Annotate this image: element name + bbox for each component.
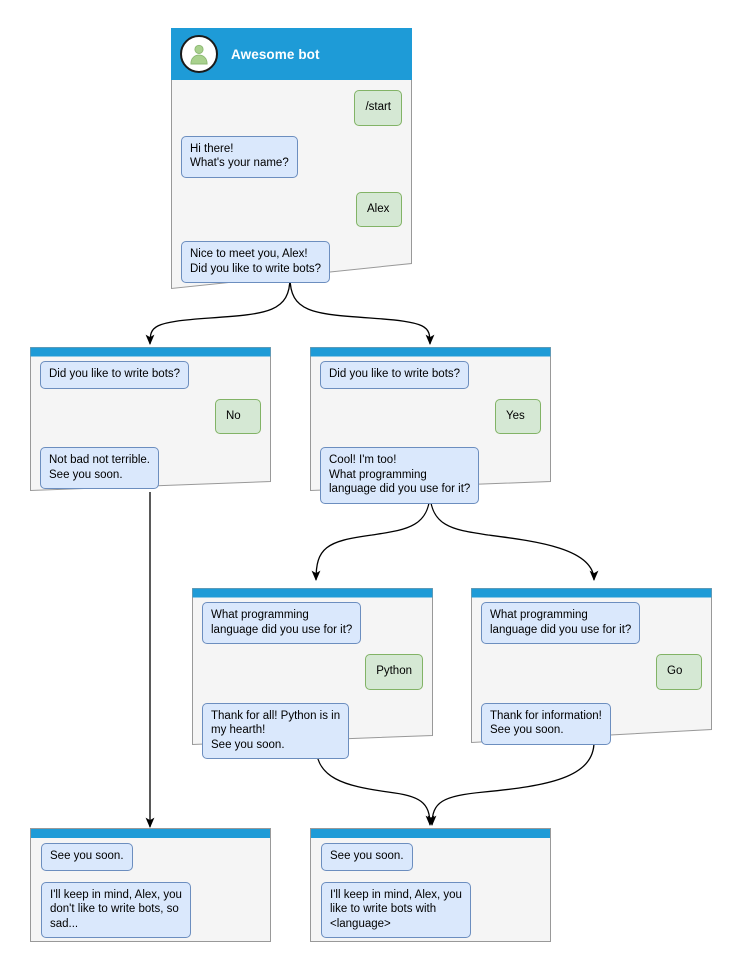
person-avatar-icon: [180, 35, 218, 73]
user-message-bubble[interactable]: /start: [354, 90, 402, 126]
user-message-bubble[interactable]: Python: [365, 654, 423, 690]
bot-message-bubble[interactable]: See you soon.: [321, 843, 413, 871]
user-message-bubble[interactable]: Go: [656, 654, 702, 690]
bot-message-bubble[interactable]: Nice to meet you, Alex! Did you like to …: [181, 241, 331, 283]
user-message-bubble[interactable]: No: [215, 398, 261, 434]
card-branch-yes[interactable]: Did you like to write bots? Yes Cool! I'…: [310, 347, 551, 504]
bot-message-bubble[interactable]: Cool! I'm too! What programming language…: [320, 447, 480, 504]
bot-header-bar: Awesome bot: [171, 28, 412, 80]
card-branch-go[interactable]: What programming language did you use fo…: [471, 588, 712, 746]
user-message-bubble[interactable]: Alex: [356, 191, 402, 227]
message-row: Did you like to write bots?: [320, 361, 541, 389]
bot-name-label: Awesome bot: [231, 46, 320, 62]
bot-message-bubble[interactable]: See you soon.: [41, 843, 133, 871]
chat-transcript-no: Did you like to write bots? No Not bad n…: [30, 361, 271, 498]
bot-message-bubble[interactable]: What programming language did you use fo…: [481, 602, 641, 644]
card-root-conversation[interactable]: Awesome bot /start Hi there! What's your…: [171, 28, 412, 292]
chat-transcript-yes: Did you like to write bots? Yes Cool! I'…: [310, 361, 551, 513]
bot-message-bubble[interactable]: Thank for information! See you soon.: [481, 702, 611, 745]
message-row: Did you like to write bots?: [40, 361, 261, 389]
bot-message-bubble[interactable]: I'll keep in mind, Alex, you like to wri…: [321, 881, 471, 938]
message-row: Python: [202, 654, 423, 690]
card-header-strip: [311, 829, 550, 838]
chat-transcript-end-sad: See you soon. I'll keep in mind, Alex, y…: [31, 843, 270, 947]
message-row: No: [40, 398, 261, 434]
bot-message-bubble[interactable]: Thank for all! Python is in my hearth! S…: [202, 702, 350, 759]
message-row: I'll keep in mind, Alex, you like to wri…: [321, 881, 540, 938]
chat-transcript-python: What programming language did you use fo…: [192, 602, 433, 768]
message-row: Go: [481, 654, 702, 690]
chat-transcript-root: /start Hi there! What's your name? Alex …: [171, 90, 412, 292]
message-row: Cool! I'm too! What programming language…: [320, 447, 541, 504]
message-row: See you soon.: [41, 843, 260, 871]
bot-message-bubble[interactable]: What programming language did you use fo…: [202, 602, 362, 644]
message-row: See you soon.: [321, 843, 540, 871]
edge-go-to-end-happy: [427, 741, 595, 827]
message-row: Not bad not terrible. See you soon.: [40, 447, 261, 489]
bot-message-bubble[interactable]: Did you like to write bots?: [40, 361, 190, 389]
card-branch-no[interactable]: Did you like to write bots? No Not bad n…: [30, 347, 271, 492]
card-end-sad[interactable]: See you soon. I'll keep in mind, Alex, y…: [30, 828, 271, 942]
chat-transcript-go: What programming language did you use fo…: [471, 602, 712, 754]
user-message-bubble[interactable]: Yes: [495, 398, 541, 434]
message-row: What programming language did you use fo…: [481, 602, 702, 644]
message-row: Hi there! What's your name?: [181, 135, 402, 178]
message-row: Thank for all! Python is in my hearth! S…: [202, 702, 423, 759]
message-row: What programming language did you use fo…: [202, 602, 423, 644]
bot-message-bubble[interactable]: Did you like to write bots?: [320, 361, 470, 389]
chat-transcript-end-happy: See you soon. I'll keep in mind, Alex, y…: [311, 843, 550, 947]
card-end-happy[interactable]: See you soon. I'll keep in mind, Alex, y…: [310, 828, 551, 942]
message-row: Thank for information! See you soon.: [481, 702, 702, 745]
bot-message-bubble[interactable]: Not bad not terrible. See you soon.: [40, 447, 160, 489]
message-row: Yes: [320, 398, 541, 434]
bot-message-bubble[interactable]: Hi there! What's your name?: [181, 135, 298, 178]
card-branch-python[interactable]: What programming language did you use fo…: [192, 588, 433, 759]
bot-message-bubble[interactable]: I'll keep in mind, Alex, you don't like …: [41, 881, 191, 938]
card-header-strip: [31, 829, 270, 838]
message-row: /start: [181, 90, 402, 126]
message-row: Nice to meet you, Alex! Did you like to …: [181, 241, 402, 283]
message-row: Alex: [181, 191, 402, 227]
message-row: I'll keep in mind, Alex, you don't like …: [41, 881, 260, 938]
